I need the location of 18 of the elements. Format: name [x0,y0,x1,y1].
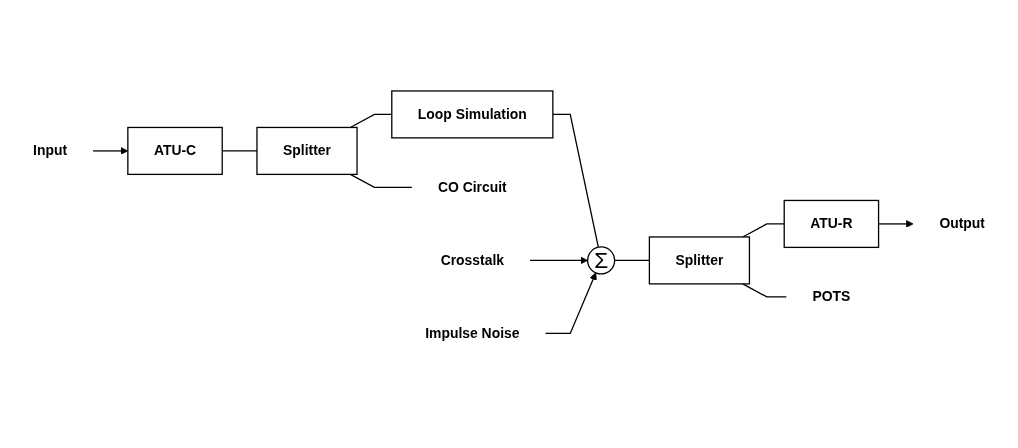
node-box: Splitter [648,236,751,285]
node-text: Input [33,143,68,158]
node-text: Output [939,216,985,231]
connector [742,223,785,238]
node-box: Splitter [256,126,358,176]
connector [742,283,788,298]
node-box: Loop Simulation [391,90,554,139]
arrow [529,256,588,265]
connector [349,173,413,189]
node-text: Crosstalk [440,252,505,268]
node-text: Impulse Noise [425,325,520,341]
connector [552,113,599,248]
node-text: CO Circuit [437,179,507,195]
node-box: ATU-C [127,126,223,176]
node-text: POTS [812,289,851,304]
node-box: ATU-R [783,199,880,249]
node-circle: Σ [586,246,616,275]
arrow [544,272,597,335]
